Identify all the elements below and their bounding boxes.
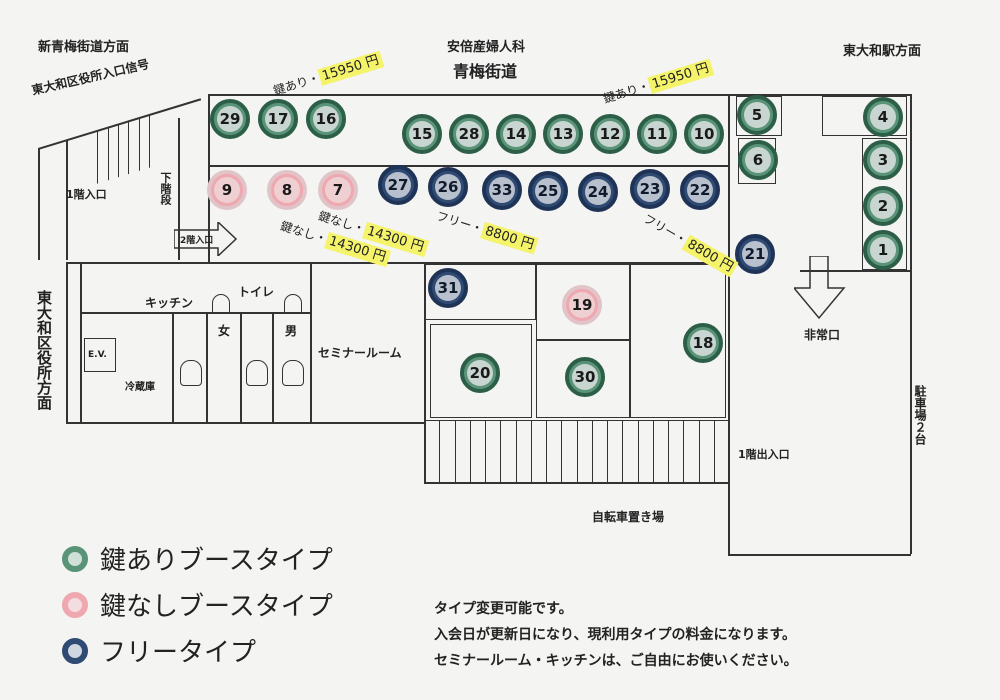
booth-11[interactable]: 11 — [637, 114, 677, 154]
booth-6[interactable]: 6 — [738, 140, 778, 180]
direction-left: 東大和区役所方面 — [35, 290, 53, 410]
price-key-a: 鍵あり・15950 円 — [270, 48, 384, 99]
booth-23[interactable]: 23 — [630, 169, 670, 209]
emergency-exit-label: 非常口 — [804, 328, 841, 342]
entrance-1f-label: 1階入口 — [66, 188, 107, 201]
legend-key-dot — [62, 545, 88, 572]
price-key-b: 鍵あり・15950 円 — [600, 56, 714, 107]
booth-17[interactable]: 17 — [258, 99, 298, 139]
parking-label: 駐車場２台 — [913, 385, 927, 445]
booth-15[interactable]: 15 — [402, 114, 442, 154]
booth-24[interactable]: 24 — [578, 172, 618, 212]
booth-25[interactable]: 25 — [528, 171, 568, 211]
ev-label: E.V. — [88, 350, 107, 360]
legend-nokey-dot — [62, 591, 88, 618]
note-3: セミナールーム・キッチンは、ご自由にお使いください。 — [434, 653, 798, 669]
booth-19[interactable]: 19 — [562, 285, 602, 325]
direction-top-right: 東大和駅方面 — [843, 44, 922, 59]
booth-16[interactable]: 16 — [306, 99, 346, 139]
note-2: 入会日が更新日になり、現利用タイプの料金になります。 — [434, 627, 797, 643]
booth-33[interactable]: 33 — [482, 170, 522, 210]
booth-14[interactable]: 14 — [496, 114, 536, 154]
fridge-label: 冷蔵庫 — [125, 382, 155, 393]
booth-21[interactable]: 21 — [735, 234, 775, 274]
booth-31[interactable]: 31 — [428, 268, 468, 308]
road-label: 青梅街道 — [453, 62, 518, 81]
booth-1[interactable]: 1 — [863, 230, 903, 270]
booth-2[interactable]: 2 — [863, 186, 903, 226]
booth-7[interactable]: 7 — [318, 170, 358, 210]
booth-22[interactable]: 22 — [680, 170, 720, 210]
legend-key-booth: 鍵ありブースタイプ — [62, 540, 333, 577]
stairs-down-label: 下階段 — [159, 172, 172, 205]
legend-free-booth: フリータイプ — [62, 632, 256, 669]
clinic-label: 安倍産婦人科 — [447, 40, 526, 55]
booth-9[interactable]: 9 — [207, 170, 247, 210]
direction-top-left: 新青梅街道方面 — [38, 40, 130, 55]
emergency-arrow — [794, 256, 846, 320]
price-free-a: フリー・8800 円 — [434, 205, 539, 255]
bicycle-parking-label: 自転車置き場 — [592, 510, 665, 524]
booth-3[interactable]: 3 — [863, 140, 903, 180]
exit-1f-label: 1階出入口 — [738, 448, 790, 461]
signal-label: 東大和区役所入口信号 — [30, 56, 151, 98]
note-1: タイプ変更可能です。 — [434, 601, 573, 617]
entrance-2f-label: 2階入口 — [180, 236, 214, 246]
booth-5[interactable]: 5 — [737, 95, 777, 135]
booth-28[interactable]: 28 — [449, 114, 489, 154]
booth-26[interactable]: 26 — [428, 167, 468, 207]
booth-27[interactable]: 27 — [378, 165, 418, 205]
male-label: 男 — [285, 324, 298, 338]
booth-8[interactable]: 8 — [267, 170, 307, 210]
kitchen-label: キッチン — [145, 296, 194, 310]
booth-10[interactable]: 10 — [684, 114, 724, 154]
booth-4[interactable]: 4 — [863, 97, 903, 137]
legend-free-dot — [62, 637, 88, 664]
entrance-2f-arrow — [174, 222, 238, 256]
toilet-label: トイレ — [238, 285, 275, 299]
booth-18[interactable]: 18 — [683, 323, 723, 363]
seminar-room-label: セミナールーム — [318, 346, 402, 360]
legend-nokey-booth: 鍵なしブースタイプ — [62, 586, 333, 623]
booth-29[interactable]: 29 — [210, 99, 250, 139]
booth-30[interactable]: 30 — [565, 357, 605, 397]
booth-13[interactable]: 13 — [543, 114, 583, 154]
booth-20[interactable]: 20 — [460, 353, 500, 393]
booth-12[interactable]: 12 — [590, 114, 630, 154]
female-label: 女 — [218, 324, 231, 338]
